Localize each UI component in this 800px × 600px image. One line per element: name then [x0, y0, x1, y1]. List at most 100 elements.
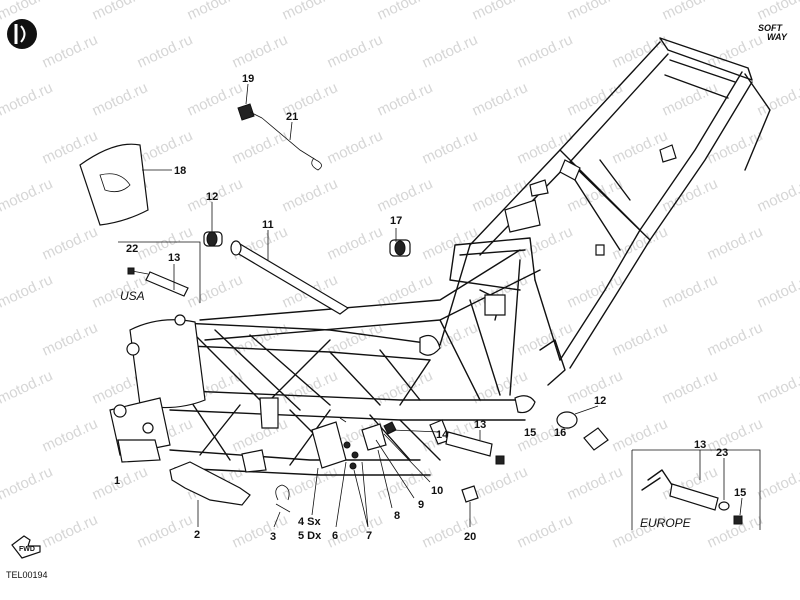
- callout-16: 16: [554, 427, 566, 439]
- watermark-text: motod.ru: [660, 0, 721, 24]
- callout-15-main: 15: [524, 427, 536, 439]
- trellis-frame: [109, 37, 771, 476]
- watermark-text: motod.ru: [40, 511, 101, 551]
- watermark-text: motod.ru: [755, 175, 800, 215]
- pin-part: [445, 431, 505, 465]
- callout-22: 22: [126, 243, 138, 255]
- callout-21: 21: [286, 111, 298, 123]
- watermark-text: motod.ru: [230, 31, 291, 71]
- forward-direction-arrow: FWD: [11, 535, 41, 559]
- watermark-text: motod.ru: [375, 0, 436, 24]
- watermark-text: motod.ru: [755, 367, 800, 407]
- spindle-part: [230, 240, 350, 315]
- drawing-code: TEL00194: [6, 570, 48, 580]
- watermark-text: motod.ru: [755, 0, 800, 24]
- callout-20: 20: [464, 531, 476, 543]
- watermark-text: motod.ru: [470, 79, 531, 119]
- europe-variant-box: [631, 449, 761, 530]
- watermark-text: motod.ru: [0, 175, 55, 215]
- corner-mark-line2: WAY: [767, 32, 788, 42]
- europe-label: EUROPE: [640, 516, 692, 530]
- callout-13-europe: 13: [694, 439, 706, 451]
- watermark-text: motod.ru: [610, 415, 671, 455]
- leader-lines: [142, 83, 743, 528]
- watermark-text: motod.ru: [230, 127, 291, 167]
- clip-part: [275, 484, 291, 513]
- watermark-text: motod.ru: [280, 0, 341, 24]
- watermark-text: motod.ru: [610, 127, 671, 167]
- watermark-text: motod.ru: [230, 511, 291, 551]
- fwd-label: FWD: [19, 546, 35, 553]
- watermark-text: motod.ru: [0, 0, 55, 24]
- watermark-text: motod.ru: [375, 175, 436, 215]
- mount-bracket-cluster: [311, 417, 397, 470]
- watermark-text: motod.ru: [325, 223, 386, 263]
- watermark-text: motod.ru: [660, 79, 721, 119]
- callout-15-europe: 15: [734, 487, 746, 499]
- callout-10: 10: [431, 485, 443, 497]
- callout-3: 3: [270, 531, 276, 543]
- watermark-text: motod.ru: [40, 319, 101, 359]
- bushing-part: [203, 231, 223, 247]
- sensor-part: [237, 103, 263, 121]
- watermark-text: motod.ru: [40, 223, 101, 263]
- watermark-text: motod.ru: [565, 463, 626, 503]
- callout-19: 19: [242, 73, 254, 85]
- callout-8: 8: [394, 510, 400, 522]
- callout-13-usa: 13: [168, 252, 180, 264]
- watermark-text: motod.ru: [660, 271, 721, 311]
- callout-9: 9: [418, 499, 424, 511]
- watermark-text: motod.ru: [135, 127, 196, 167]
- callout-labels: 1 2 3 4 Sx 5 Dx 6 7 8 9 10 11 12 12 13 1…: [114, 73, 746, 543]
- watermark-text: motod.ru: [755, 79, 800, 119]
- watermark-text: motod.ru: [375, 463, 436, 503]
- watermark-text: motod.ru: [280, 175, 341, 215]
- callout-4: 4 Sx: [298, 516, 322, 528]
- watermark-text: motod.ru: [470, 0, 531, 24]
- usa-pin-part: [127, 267, 189, 297]
- callout-7: 7: [366, 530, 372, 542]
- watermark-text: motod.ru: [705, 127, 766, 167]
- watermark-text: motod.ru: [565, 0, 626, 24]
- watermark-text: motod.ru: [185, 79, 246, 119]
- manufacturer-logo: [7, 19, 37, 49]
- watermark-text: motod.ru: [90, 79, 151, 119]
- usa-variant-box: [118, 241, 201, 303]
- watermark-text: motod.ru: [375, 79, 436, 119]
- callout-17: 17: [390, 215, 402, 227]
- callout-12-upper: 12: [206, 191, 218, 203]
- corner-mark-line1: SOFT: [758, 23, 784, 33]
- watermark-text: motod.ru: [90, 0, 151, 24]
- watermark-text: motod.ru: [135, 511, 196, 551]
- watermark-text: motod.ru: [230, 415, 291, 455]
- watermark-text: motod.ru: [135, 31, 196, 71]
- cap-part: [556, 411, 609, 451]
- watermark-text: motod.ru: [565, 79, 626, 119]
- callout-11: 11: [262, 219, 274, 231]
- watermark-text: motod.ru: [0, 271, 55, 311]
- nut-part: [461, 485, 479, 503]
- watermark-text: motod.ru: [420, 31, 481, 71]
- watermark-text: motod.ru: [420, 127, 481, 167]
- callout-1: 1: [114, 475, 120, 487]
- callout-5: 5 Dx: [298, 530, 322, 542]
- callout-6: 6: [332, 530, 338, 542]
- watermark-text: motod.ru: [325, 31, 386, 71]
- watermark-text: motod.ru: [470, 463, 531, 503]
- usa-label: USA: [120, 289, 145, 303]
- callout-2: 2: [194, 529, 200, 541]
- watermark-text: motod.ru: [660, 367, 721, 407]
- watermark-text: motod.ru: [705, 319, 766, 359]
- watermark-text: motod.ru: [0, 79, 55, 119]
- watermark-text: motod.ru: [185, 0, 246, 24]
- watermark-text: motod.ru: [0, 367, 55, 407]
- hook-wire-part: [261, 117, 322, 171]
- cover-plate-part: [79, 143, 149, 226]
- watermark-text: motod.ru: [515, 31, 576, 71]
- watermark-text: motod.ru: [610, 319, 671, 359]
- rubber-bush-part: [389, 239, 411, 257]
- watermark-text: motod.ru: [185, 271, 246, 311]
- watermark-text: motod.ru: [40, 415, 101, 455]
- callout-13-main: 13: [474, 419, 486, 431]
